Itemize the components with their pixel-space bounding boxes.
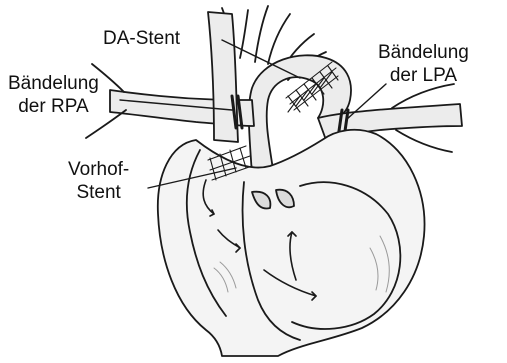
- upper-vessel-mid: [255, 6, 290, 64]
- label-vorhof-line1: Vorhof-: [68, 158, 129, 181]
- label-lpa-line1: Bändelung: [378, 41, 469, 64]
- label-lpa-banding: Bändelung der LPA: [378, 41, 469, 87]
- lpa-branch-lower: [396, 130, 452, 152]
- label-da-stent: DA-Stent: [103, 27, 180, 50]
- label-vorhof-line2: Stent: [68, 181, 129, 204]
- label-atrial-stent: Vorhof- Stent: [68, 158, 129, 204]
- label-rpa-line2: der RPA: [8, 95, 99, 118]
- label-da-stent-text: DA-Stent: [103, 27, 180, 50]
- label-rpa-line1: Bändelung: [8, 72, 99, 95]
- label-lpa-line2: der LPA: [378, 64, 469, 87]
- label-rpa-banding: Bändelung der RPA: [8, 72, 99, 118]
